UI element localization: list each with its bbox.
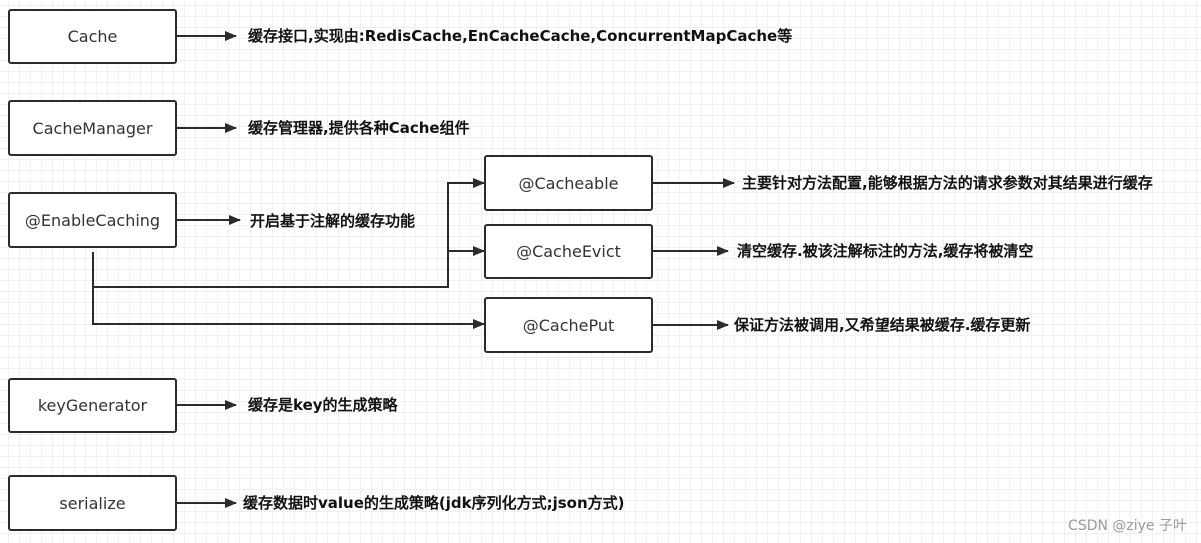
desc-cache-manager: 缓存管理器,提供各种Cache组件 (248, 119, 470, 137)
node-serialize[interactable]: serialize (8, 475, 177, 531)
desc-cache: 缓存接口,实现由:RedisCache,EnCacheCache,Concurr… (248, 27, 793, 45)
node-key-generator[interactable]: keyGenerator (8, 378, 177, 433)
connector-enable-caching-to-cacheable (92, 178, 485, 288)
node-enable-caching[interactable]: @EnableCaching (8, 192, 177, 248)
node-cache-evict[interactable]: @CacheEvict (484, 224, 653, 279)
desc-cache-evict: 清空缓存.被该注解标注的方法,缓存将被清空 (737, 242, 1034, 260)
desc-enable-caching: 开启基于注解的缓存功能 (250, 212, 416, 230)
watermark: CSDN @ziye 子叶 (1068, 518, 1187, 534)
desc-cacheable: 主要针对方法配置,能够根据方法的请求参数对其结果进行缓存 (742, 174, 1153, 192)
node-cache-manager[interactable]: CacheManager (8, 100, 177, 156)
desc-serialize: 缓存数据时value的生成策略(jdk序列化方式;json方式) (243, 494, 625, 512)
node-cache-put[interactable]: @CachePut (484, 297, 653, 353)
node-cacheable[interactable]: @Cacheable (484, 155, 653, 211)
node-cache[interactable]: Cache (8, 9, 177, 64)
desc-cache-put: 保证方法被调用,又希望结果被缓存.缓存更新 (734, 316, 1031, 334)
desc-key-generator: 缓存是key的生成策略 (248, 396, 398, 414)
connector-enable-caching-to-cache-put (92, 287, 485, 329)
